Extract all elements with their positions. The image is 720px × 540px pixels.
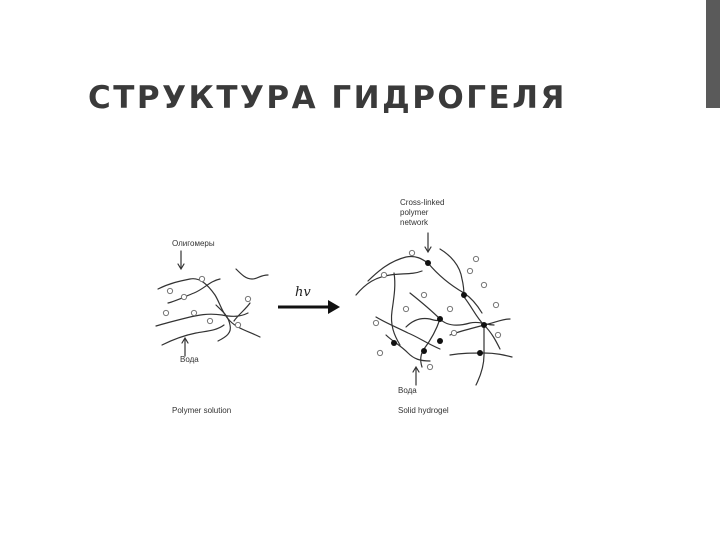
crosslink-node [437,338,443,344]
oligomer-chain [155,312,249,327]
crosslink-node [461,292,467,298]
water-molecule [180,293,188,301]
crosslink-nodes [391,260,487,356]
crosslink-node [421,348,427,354]
hydrogel-diagram [155,232,513,386]
water-molecule [234,321,242,329]
label-water-right: Вода [398,386,417,395]
oligomer-chain [233,302,251,322]
network-chain [375,316,441,350]
water-molecule [426,363,434,371]
water-pointer-right-head [412,365,420,373]
reaction-arrow [278,300,340,314]
label-water-left: Вода [180,355,199,364]
hydrogel-structure-figure: Олигомеры Вода Polymer solution hv Cross… [150,185,530,430]
label-oligomers: Олигомеры [172,239,215,248]
water-molecules-right [372,249,502,371]
oligomer-chain [161,324,225,346]
water-molecule [494,331,502,339]
caption-polymer-solution: Polymer solution [172,406,232,415]
water-molecule [162,309,170,317]
water-molecule [450,329,458,337]
water-pointer-left-head [181,336,189,344]
water-molecule [472,255,480,263]
water-molecule [190,309,198,317]
crosslink-node [425,260,431,266]
oligomer-chain [235,268,269,280]
water-molecule [198,275,206,283]
oligomer-chain [167,278,221,304]
hydrogel-network-panel [355,232,513,386]
network-chain [367,255,429,282]
network-chain [475,324,485,386]
water-molecule [408,249,416,257]
network-chain [355,270,423,296]
network-chain [390,272,401,346]
network-chain [439,248,465,298]
slide-side-accent-bar [706,0,720,108]
oligomer-chain [215,304,231,342]
slide-title: СТРУКТУРА ГИДРОГЕЛЯ [88,80,567,116]
oligomer-chain [157,278,261,338]
water-molecule [402,305,410,313]
water-molecule [480,281,488,289]
water-molecule [492,301,500,309]
arrow-label-hv: hv [295,285,311,300]
label-network-line3: network [400,218,429,227]
network-pointer-head [424,246,432,254]
network-chain [427,262,483,314]
water-molecule [380,271,388,279]
water-molecule [244,295,252,303]
water-molecules-left [162,275,252,329]
crosslink-node [391,340,397,346]
crosslink-node [437,316,443,322]
water-molecule [372,319,380,327]
network-chain [449,318,511,336]
crosslink-node [477,350,483,356]
water-molecule [420,291,428,299]
network-chain [420,318,441,368]
water-molecule [446,305,454,313]
label-network-line1: Cross-linked [400,198,445,207]
polymer-solution-panel [155,250,269,357]
caption-solid-hydrogel: Solid hydrogel [398,406,449,415]
network-chain [405,317,441,328]
crosslink-node [481,322,487,328]
water-molecule [166,287,174,295]
label-network-line2: polymer [400,208,429,217]
water-molecule [466,267,474,275]
water-molecule [206,317,214,325]
water-molecule [376,349,384,357]
network-chain [385,334,431,362]
oligomers-pointer-head [177,263,185,271]
